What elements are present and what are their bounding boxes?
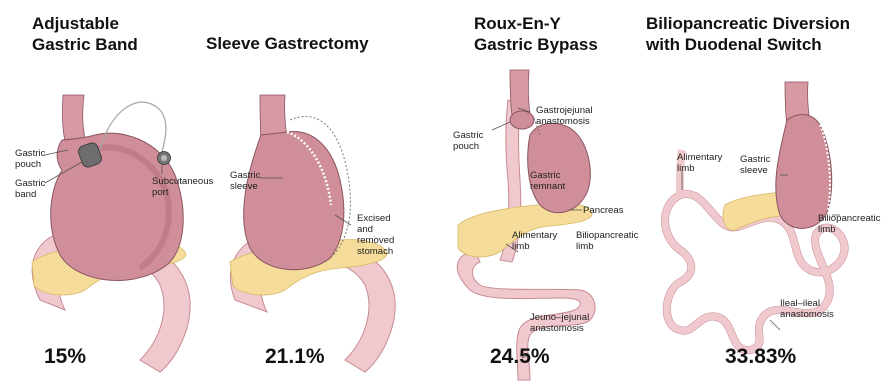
label-pancreas: Pancreas (583, 205, 624, 216)
duodenal-switch-illustration (640, 0, 891, 387)
label-gastric-pouch: Gastric pouch (453, 130, 483, 152)
gastric-sleeve-shape (244, 132, 344, 270)
gastric-remnant-shape (528, 123, 591, 212)
label-gastric-sleeve: Gastric sleeve (230, 170, 260, 192)
panel-biliopancreatic-diversion: Biliopancreatic Diversion with Duodenal … (640, 0, 891, 387)
procedure-percentage: 24.5% (490, 345, 550, 369)
label-gastric-pouch: Gastric pouch (15, 148, 45, 170)
label-biliopancreatic-limb: Biliopancreatic limb (576, 230, 638, 252)
label-gastrojejunal-anastomosis: Gastrojejunal anastomosis (536, 105, 593, 127)
procedure-percentage: 33.83% (725, 345, 796, 369)
label-gastric-sleeve: Gastric sleeve (740, 154, 770, 176)
label-biliopancreatic-limb: Biliopancreatic limb (818, 213, 880, 235)
gastric-pouch-shape (510, 111, 534, 129)
label-gastric-remnant: Gastric remnant (530, 170, 565, 192)
procedure-percentage: 21.1% (265, 345, 325, 369)
procedure-percentage: 15% (44, 345, 86, 369)
panel-roux-en-y-gastric-bypass: Roux-En-Y Gastric Bypass Gastrojejunal a… (430, 0, 640, 387)
label-gastric-band: Gastric band (15, 178, 45, 200)
gastric-sleeve-shape (776, 115, 832, 229)
sleeve-gastrectomy-illustration (205, 0, 430, 387)
label-alimentary-limb: Alimentary limb (677, 152, 722, 174)
label-alimentary-limb: Alimentary limb (512, 230, 557, 252)
label-excised-stomach: Excised and removed stomach (357, 213, 394, 257)
panel-sleeve-gastrectomy: Sleeve Gastrectomy Gastric sleeve Excise… (205, 0, 430, 387)
label-jejuno-jejunal-anastomosis: Jeuno–jejunal anastomosis (530, 312, 589, 334)
panel-adjustable-gastric-band: Adjustable Gastric Band Gastric pouch Ga… (0, 0, 205, 387)
label-ileal-ileal-anastomosis: Ileal–ileal anastomosis (780, 298, 834, 320)
